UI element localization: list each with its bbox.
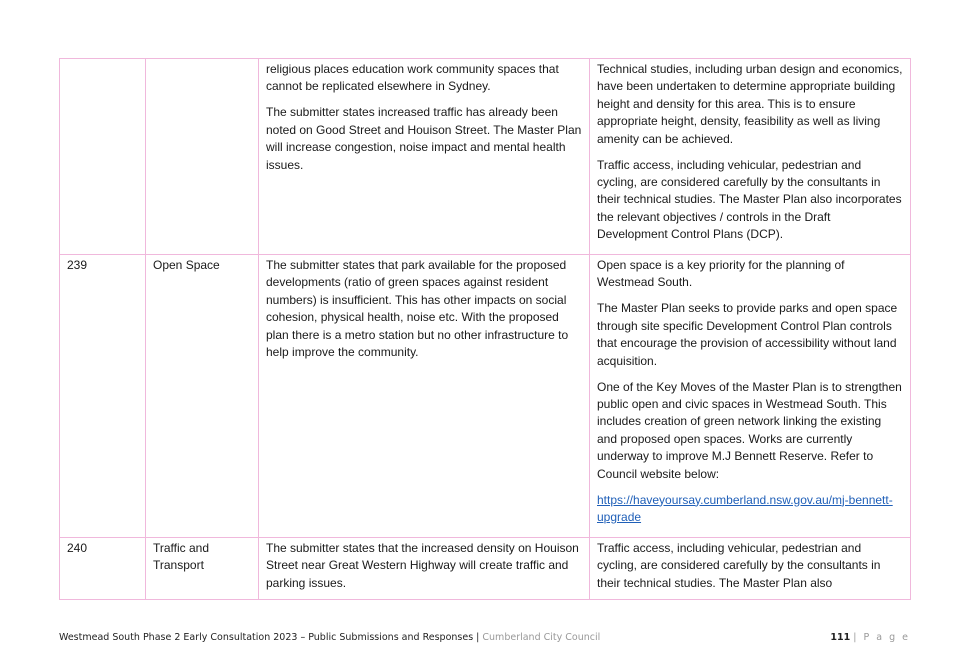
response-paragraph: One of the Key Moves of the Master Plan … xyxy=(597,379,902,481)
page-footer: Westmead South Phase 2 Early Consultatio… xyxy=(59,632,910,646)
submission-paragraph: The submitter states that park available… xyxy=(266,258,569,360)
topic-cell xyxy=(145,58,259,255)
table-row: religious places education work communit… xyxy=(59,58,911,255)
response-paragraph: Open space is a key priority for the pla… xyxy=(597,258,845,290)
response-cell: Traffic access, including vehicular, ped… xyxy=(589,537,911,600)
footer-left: Westmead South Phase 2 Early Consultatio… xyxy=(59,632,600,643)
submissions-table: religious places education work communit… xyxy=(59,58,911,600)
response-paragraph: The Master Plan seeks to provide parks a… xyxy=(597,301,898,368)
response-paragraph: Traffic access, including vehicular, ped… xyxy=(597,157,902,242)
footer-right: 111 | P a g e xyxy=(830,632,910,643)
response-link-paragraph: https://haveyoursay.cumberland.nsw.gov.a… xyxy=(597,492,903,527)
footer-separator: | xyxy=(476,632,480,643)
footer-council-name: Cumberland City Council xyxy=(482,632,601,643)
submission-paragraph: religious places education work communit… xyxy=(266,62,559,94)
page-number: 111 xyxy=(830,632,851,643)
submission-cell: The submitter states that park available… xyxy=(258,254,590,538)
response-paragraph: Technical studies, including urban desig… xyxy=(597,62,903,146)
table-row: 240 Traffic and Transport The submitter … xyxy=(59,537,911,600)
submission-cell: religious places education work communit… xyxy=(258,58,590,255)
council-website-link[interactable]: https://haveyoursay.cumberland.nsw.gov.a… xyxy=(597,492,893,525)
response-cell: Technical studies, including urban desig… xyxy=(589,58,911,255)
response-cell: Open space is a key priority for the pla… xyxy=(589,254,911,538)
submission-paragraph: The submitter states that the increased … xyxy=(266,541,579,590)
submission-paragraph: The submitter states increased traffic h… xyxy=(266,105,582,172)
response-paragraph: Traffic access, including vehicular, ped… xyxy=(597,541,881,590)
table-row: 239 Open Space The submitter states that… xyxy=(59,254,911,538)
topic-cell: Traffic and Transport xyxy=(145,537,259,600)
submission-id-cell: 240 xyxy=(59,537,146,600)
page-label: | P a g e xyxy=(853,632,910,643)
footer-document-title: Westmead South Phase 2 Early Consultatio… xyxy=(59,632,474,643)
topic-cell: Open Space xyxy=(145,254,259,538)
submission-cell: The submitter states that the increased … xyxy=(258,537,590,600)
submission-id-cell xyxy=(59,58,146,255)
submission-id-cell: 239 xyxy=(59,254,146,538)
